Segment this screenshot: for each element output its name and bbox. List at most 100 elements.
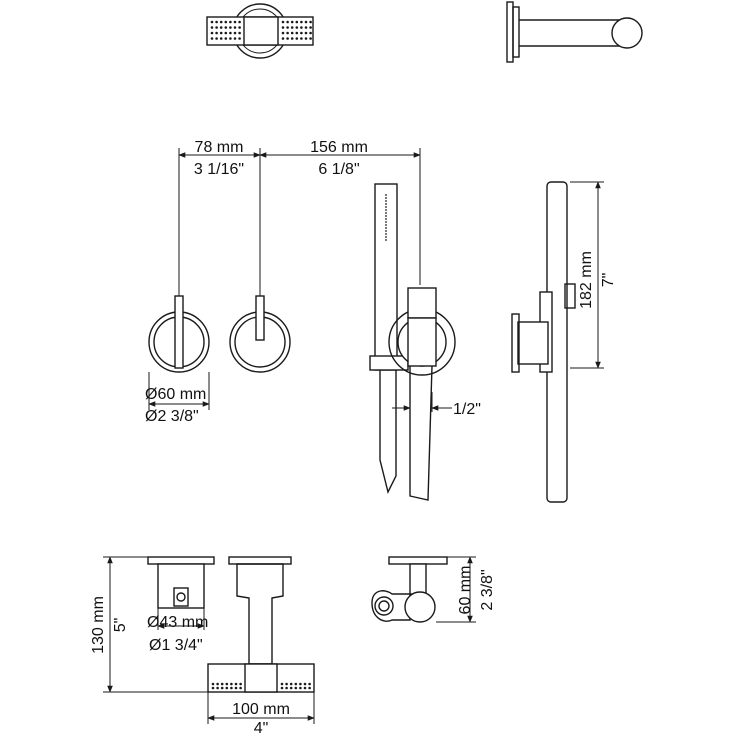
perforation-dot (295, 26, 299, 29)
perforation-dot (229, 20, 232, 24)
perforation-dot (385, 194, 387, 196)
perforation-dot (239, 686, 242, 690)
handle-spacing-mm: 78 mm (195, 139, 244, 156)
perforation-dot (308, 682, 311, 686)
perforation-dot (210, 31, 214, 35)
perforation-dot (290, 26, 294, 29)
spout-offset-in: 6 1/8" (318, 161, 359, 178)
body-section-view: Ø43 mm Ø1 3/4" (147, 556, 215, 654)
perforation-dot (280, 686, 284, 690)
handle-diameter-in: Ø2 3/8" (145, 408, 199, 425)
perforation-dot (285, 686, 288, 690)
perforation-dot (281, 37, 285, 40)
perforation-dot (385, 212, 387, 214)
spout-side-view (506, 1, 643, 63)
perforation-dot (210, 37, 214, 40)
perforation-dot (304, 37, 308, 40)
perforation-dot (216, 686, 219, 690)
perforation-dot (281, 26, 285, 29)
perforation-dot (309, 20, 312, 24)
handle-spacing-in: 3 1/16" (194, 161, 244, 178)
perforation-dot (220, 686, 224, 690)
perforation-dot (289, 682, 293, 686)
perforation-dot (224, 26, 228, 29)
perforation-dot (238, 20, 241, 24)
perforation-dot (385, 215, 387, 217)
top-plan-view (206, 3, 314, 59)
perforation-dot (309, 26, 312, 29)
perforation-dot (300, 20, 303, 24)
perforation-dot (281, 20, 285, 24)
perforation-dot (210, 20, 214, 24)
perforation-dot (300, 37, 303, 40)
spout-offset-mm: 156 mm (310, 139, 368, 156)
perforation-dot (289, 686, 293, 690)
perforation-dot (211, 682, 215, 686)
holder-side-view: 60 mm 2 3/8" (371, 556, 496, 623)
perforation-dot (215, 26, 218, 29)
perforation-dot (385, 233, 387, 235)
perforation-dot (219, 37, 223, 40)
perforation-dot (385, 230, 387, 232)
perforation-right (281, 20, 312, 40)
perforation-dot (304, 31, 308, 35)
perforation-dot (385, 200, 387, 202)
perforation-dot (224, 31, 228, 35)
perforation-dot (281, 31, 285, 35)
perforation-dot (280, 682, 284, 686)
perforation-dot (385, 227, 387, 229)
perforation-dot (229, 31, 232, 35)
perforation-dot (216, 682, 219, 686)
perforation-dot (385, 203, 387, 205)
perforation-dot (309, 37, 312, 40)
perforation-dot (303, 686, 307, 690)
perforation-dot (234, 686, 238, 690)
perforation-dot (238, 37, 241, 40)
front-view-handles: 78 mm 3 1/16" 156 mm 6 1/8" Ø60 mm Ø2 3/… (145, 139, 421, 425)
hand-shower-side-view: 182 mm 7" (511, 181, 617, 503)
depth-in: 5" (112, 618, 129, 633)
perforation-dot (238, 26, 241, 29)
perforation-dot (224, 20, 228, 24)
perforation-dot (215, 37, 218, 40)
perforation-dot (300, 31, 303, 35)
valve-side-elevation: 130 mm 5" 100 mm 4" (90, 556, 315, 735)
perforation-dot (286, 20, 289, 24)
perforation-dot (290, 37, 294, 40)
width-mm: 100 mm (232, 701, 290, 718)
perforation-dot (299, 682, 302, 686)
perforation-dot (219, 31, 223, 35)
perforation-dot (215, 20, 218, 24)
perforation-dot (230, 686, 233, 690)
perforation-dot (294, 682, 298, 686)
perforation-dot (295, 31, 299, 35)
projection-in: 2 3/8" (479, 569, 496, 610)
width-in: 4" (254, 720, 269, 735)
perforation-dot (229, 37, 232, 40)
body-diameter-mm: Ø43 mm (147, 614, 208, 631)
perforation-dot (385, 239, 387, 241)
right-handle (229, 295, 291, 373)
hand-shower-front-view: 1/2" (369, 183, 481, 501)
perforation-dot (239, 682, 242, 686)
perforation-dot (225, 682, 229, 686)
connection-size: 1/2" (453, 401, 481, 418)
perforation-dot (290, 20, 294, 24)
perforation-dot (233, 37, 237, 40)
perforation-dot (300, 26, 303, 29)
perforation-dot (385, 209, 387, 211)
perforation-dot (229, 26, 232, 29)
perforation-dot (225, 686, 229, 690)
height-mm: 182 mm (578, 251, 595, 309)
perforation-dot (385, 218, 387, 220)
perforation-dot (233, 31, 237, 35)
perforation-dot (220, 682, 224, 686)
perforation-dot (303, 682, 307, 686)
projection-mm: 60 mm (457, 566, 474, 615)
perforation-dot (238, 31, 241, 35)
perforation-dot (211, 686, 215, 690)
perforation-dot (285, 682, 288, 686)
depth-mm: 130 mm (90, 596, 107, 654)
